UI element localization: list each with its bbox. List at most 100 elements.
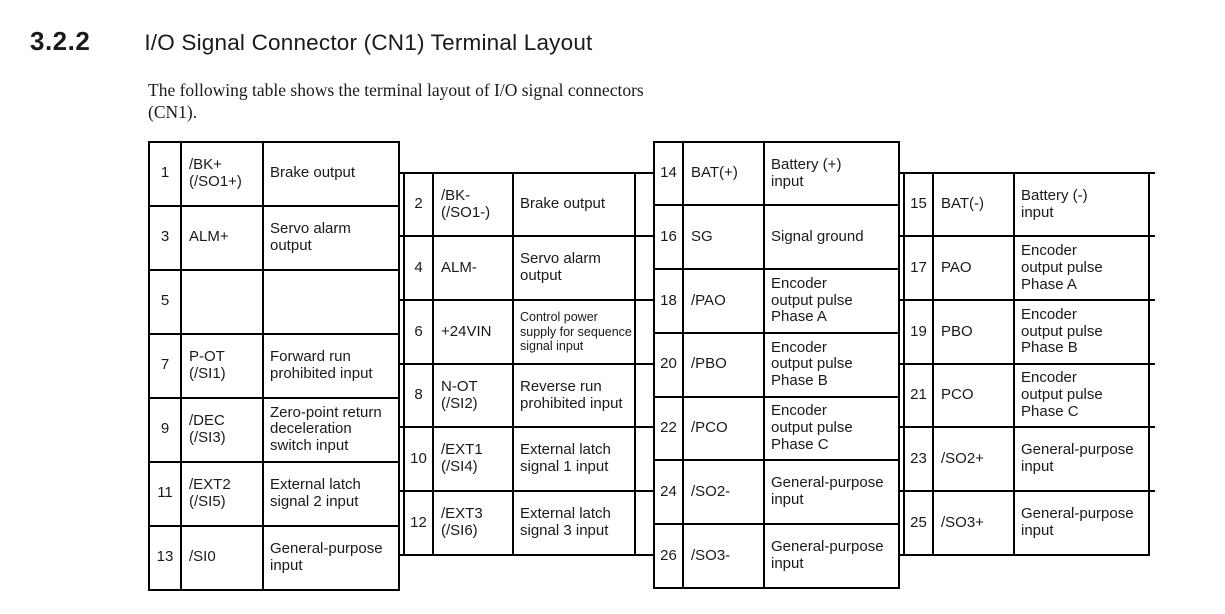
pin-number: 4: [414, 258, 423, 276]
signal-description: Control power supply for sequence signal…: [512, 301, 634, 363]
signal-description: Reverse run prohibited input: [512, 364, 634, 427]
signal-description: Encoder output pulse Phase A: [763, 270, 898, 332]
pin-number: 15: [910, 195, 927, 213]
cn1-terminal-layout-diagram: 1 /BK+ (/SO1+) Brake output 3 ALM+ Servo…: [148, 140, 1155, 593]
signal-description: Battery (+) input: [763, 142, 898, 205]
signal-name: /PBO: [682, 333, 763, 396]
signal-name: PAO: [932, 237, 1013, 300]
signal-name: /EXT1 (/SI4): [432, 428, 512, 491]
section-number: 3.2.2: [30, 26, 91, 56]
table-row: 7 P-OT (/SI1) Forward run prohibited inp…: [150, 332, 398, 397]
signal-description: External latch signal 3 input: [512, 492, 634, 554]
table-row: 12 /EXT3 (/SI6) External latch signal 3 …: [398, 490, 655, 554]
signal-name: P-OT (/SI1): [180, 334, 262, 397]
table-row: 4 ALM- Servo alarm output: [398, 235, 655, 300]
table-row: 14 BAT(+) Battery (+) input: [655, 142, 898, 205]
table-row: 13 /SI0 General-purpose input: [150, 524, 398, 589]
signal-description: General-purpose input: [1013, 428, 1148, 491]
signal-name: /BK+ (/SO1+): [180, 142, 262, 205]
signal-description: Brake output: [262, 142, 398, 205]
pin-number: 25: [910, 513, 927, 531]
signal-description: General-purpose input: [1013, 492, 1148, 554]
table-row: 24 /SO2- General-purpose input: [655, 459, 898, 524]
pin-number: 10: [410, 449, 427, 467]
table-row: 6 +24VIN Control power supply for sequen…: [398, 299, 655, 363]
signal-name: ALM-: [432, 237, 512, 300]
signal-description: External latch signal 1 input: [512, 428, 634, 491]
signal-description: Encoder output pulse Phase B: [763, 333, 898, 396]
signal-name: /EXT3 (/SI6): [432, 492, 512, 554]
table-row: 22 /PCO Encoder output pulse Phase C: [655, 395, 898, 460]
signal-description: Zero-point return deceleration switch in…: [262, 398, 398, 461]
pin-number: 24: [660, 482, 677, 500]
signal-name: /BK- (/SO1-): [432, 173, 512, 236]
signal-description: Encoder output pulse Phase C: [1013, 364, 1148, 427]
signal-name: +24VIN: [432, 301, 512, 363]
signal-name: PBO: [932, 301, 1013, 363]
pin-number: 1: [160, 164, 170, 182]
table-row: 1 /BK+ (/SO1+) Brake output: [150, 142, 398, 205]
terminal-table-odd-right: 15 BAT(-) Battery (-) input 17 PAO Encod…: [898, 171, 1155, 556]
signal-description: Servo alarm output: [262, 206, 398, 269]
table-row: 17 PAO Encoder output pulse Phase A: [898, 235, 1155, 300]
signal-description: General-purpose input: [763, 461, 898, 524]
signal-description: General-purpose input: [763, 525, 898, 587]
signal-name: /SO3+: [932, 492, 1013, 554]
pin-number: 26: [660, 546, 677, 564]
signal-description: Brake output: [512, 173, 634, 236]
signal-name: ALM+: [180, 206, 262, 269]
table-row: 3 ALM+ Servo alarm output: [150, 204, 398, 269]
signal-description: [262, 270, 398, 333]
signal-name: /PAO: [682, 270, 763, 332]
pin-number: 3: [160, 228, 170, 246]
signal-name: BAT(+): [682, 142, 763, 205]
page-title: I/O Signal Connector (CN1) Terminal Layo…: [144, 30, 593, 55]
pin-number: 7: [160, 356, 170, 374]
table-row: 15 BAT(-) Battery (-) input: [898, 171, 1155, 236]
signal-name: /PCO: [682, 397, 763, 460]
signal-name: /SI0: [180, 526, 262, 589]
table-row: 2 /BK- (/SO1-) Brake output: [398, 171, 655, 236]
pin-number: 19: [910, 322, 927, 340]
terminal-table-even-left: 2 /BK- (/SO1-) Brake output 4 ALM- Servo…: [398, 171, 655, 556]
signal-description: Encoder output pulse Phase A: [1013, 237, 1148, 300]
pin-number: 5: [160, 292, 170, 310]
signal-description: External latch signal 2 input: [262, 462, 398, 525]
signal-name: SG: [682, 206, 763, 269]
table-row: 10 /EXT1 (/SI4) External latch signal 1 …: [398, 426, 655, 491]
signal-name: /SO2-: [682, 461, 763, 524]
pin-number: 23: [910, 449, 927, 467]
pin-number: 22: [660, 419, 677, 437]
signal-description: Forward run prohibited input: [262, 334, 398, 397]
signal-description: Battery (-) input: [1013, 173, 1148, 236]
pin-number: 18: [660, 291, 677, 309]
table-row: 23 /SO2+ General-purpose input: [898, 426, 1155, 491]
pin-number: 6: [414, 322, 423, 340]
signal-description: Servo alarm output: [512, 237, 634, 300]
pin-number: 17: [910, 258, 927, 276]
pin-number: 13: [156, 548, 174, 566]
table-row: 19 PBO Encoder output pulse Phase B: [898, 299, 1155, 363]
pin-number: 9: [160, 420, 170, 438]
signal-description: Encoder output pulse Phase B: [1013, 301, 1148, 363]
table-row: 21 PCO Encoder output pulse Phase C: [898, 362, 1155, 427]
signal-name: PCO: [932, 364, 1013, 427]
pin-number: 14: [660, 164, 677, 182]
pin-number: 20: [660, 355, 677, 373]
section-heading: 3.2.2 I/O Signal Connector (CN1) Termina…: [30, 26, 1225, 57]
signal-name: /DEC (/SI3): [180, 398, 262, 461]
signal-name: BAT(-): [932, 173, 1013, 236]
table-row: 16 SG Signal ground: [655, 204, 898, 269]
table-row: 5: [150, 268, 398, 333]
table-row: 26 /SO3- General-purpose input: [655, 523, 898, 587]
signal-name: [180, 270, 262, 333]
terminal-table-even-right: 14 BAT(+) Battery (+) input 16 SG Signal…: [653, 140, 900, 589]
signal-description: General-purpose input: [262, 526, 398, 589]
table-row: 9 /DEC (/SI3) Zero-point return decelera…: [150, 396, 398, 461]
pin-number: 11: [157, 484, 173, 502]
signal-name: /SO3-: [682, 525, 763, 587]
table-row: 25 /SO3+ General-purpose input: [898, 490, 1155, 554]
signal-description: Signal ground: [763, 206, 898, 269]
pin-number: 12: [410, 513, 427, 531]
table-row: 18 /PAO Encoder output pulse Phase A: [655, 268, 898, 332]
